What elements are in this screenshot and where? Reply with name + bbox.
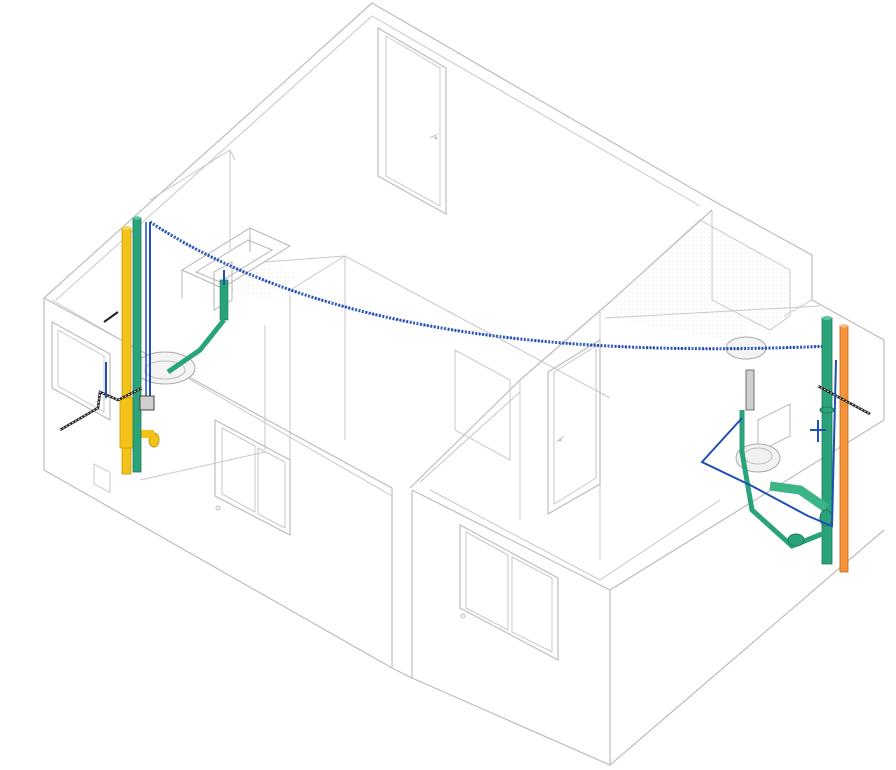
drain-riser-left — [132, 216, 142, 473]
floor-hatch — [230, 222, 790, 340]
hot-water-riser-right — [839, 324, 849, 573]
left-window — [214, 419, 291, 536]
cold-water-supply-line — [145, 220, 831, 400]
front-window — [459, 523, 559, 661]
gas-line-left — [59, 311, 155, 432]
back-door — [377, 26, 447, 216]
gas-vent-riser-left — [119, 226, 160, 475]
bathroom-supply-loop — [700, 359, 837, 528]
bathroom-drain — [739, 369, 833, 549]
gas-line-right — [817, 384, 871, 416]
kitchen-drain — [166, 270, 229, 375]
toilet — [735, 403, 791, 473]
interior-door — [454, 349, 511, 461]
side-window — [51, 320, 111, 494]
drain-riser-right — [819, 316, 835, 565]
middle-door — [547, 338, 601, 516]
